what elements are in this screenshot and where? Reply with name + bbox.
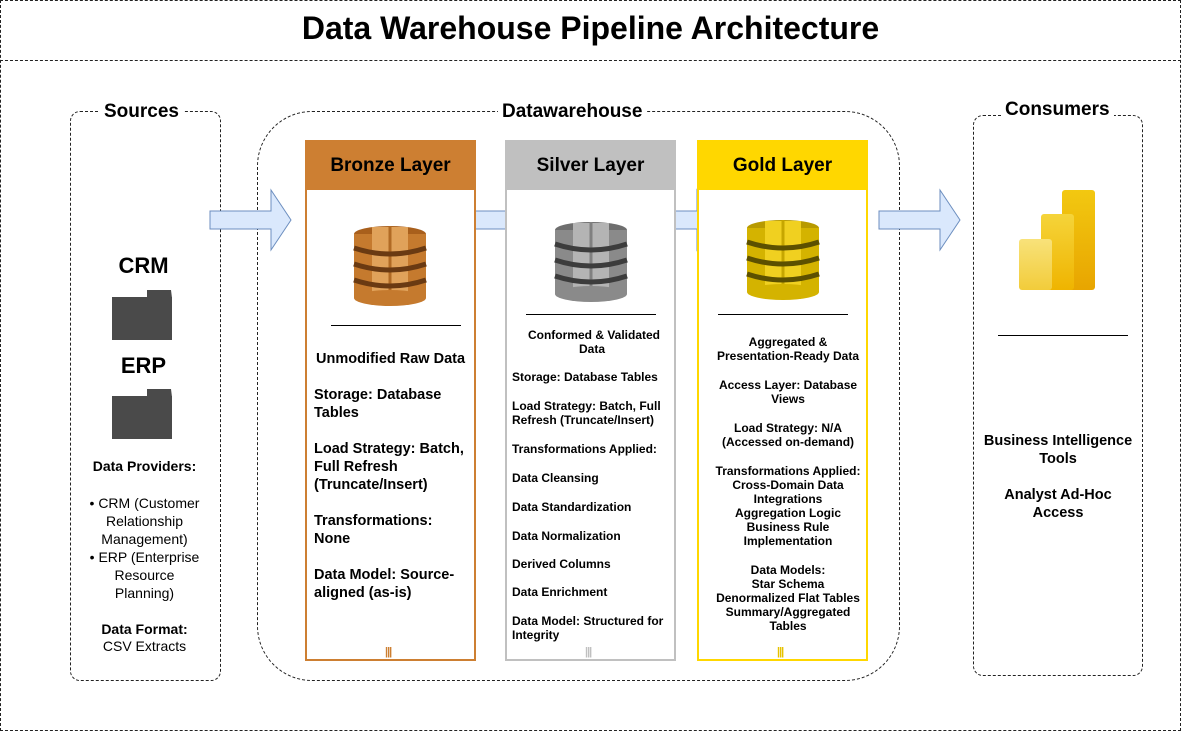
silver-line: Data Standardization (512, 500, 632, 514)
gold-line: Denormalized Flat Tables (716, 591, 860, 605)
silver-layer-title: Silver Layer (536, 155, 645, 176)
consumers-description: Business Intelligence Tools Analyst Ad-H… (973, 432, 1143, 522)
gold-line: Implementation (743, 534, 833, 548)
bronze-line: Full Refresh (314, 459, 398, 475)
silver-line: Data Normalization (512, 529, 621, 543)
data-format-title: Data Format: (101, 621, 188, 637)
data-providers-title: Data Providers: (92, 458, 197, 474)
arrow-right-icon (878, 188, 961, 252)
gold-line: Access Layer: Database (718, 378, 858, 392)
crm-label: CRM (118, 253, 169, 278)
consumer-line: Access (1032, 505, 1084, 521)
bronze-tick-marks: ||| (385, 646, 392, 658)
gold-line: Star Schema (751, 577, 825, 591)
silver-line: Refresh (Truncate/Insert) (512, 413, 655, 427)
silver-line: Storage: Database Tables (512, 370, 658, 384)
silver-line: Transformations Applied: (512, 442, 657, 456)
gold-line: Data Models: (750, 563, 826, 577)
gold-description: Aggregated & Presentation-Ready Data Acc… (703, 335, 873, 633)
silver-layer-header: Silver Layer (507, 142, 674, 190)
silver-line: Integrity (512, 628, 560, 642)
gold-line: Aggregated & (748, 335, 828, 349)
gold-line: Views (771, 392, 805, 406)
silver-divider (526, 314, 656, 315)
gold-line: Business Rule (746, 520, 830, 534)
bronze-divider (331, 325, 461, 326)
consumer-line: Tools (1039, 451, 1077, 467)
folder-icon (112, 389, 172, 439)
data-format-value: CSV Extracts (102, 638, 187, 654)
arrow-right-icon (209, 188, 292, 252)
provider-line: Resource (114, 567, 175, 583)
bronze-layer-header: Bronze Layer (307, 142, 474, 190)
bronze-line: Unmodified Raw Data (316, 351, 466, 367)
silver-line: Data Cleansing (512, 471, 599, 485)
bronze-line: Storage: Database (314, 387, 442, 403)
gold-line: Presentation-Ready Data (716, 349, 860, 363)
sources-group-label: Sources (100, 101, 183, 123)
gold-line: Tables (769, 619, 807, 633)
database-icon (353, 226, 427, 306)
provider-line: Management) (101, 531, 188, 547)
gold-divider (718, 314, 848, 315)
provider-line: Planning) (114, 585, 175, 601)
power-bi-icon (1019, 190, 1095, 290)
database-icon (746, 220, 820, 300)
silver-line: Data Enrichment (512, 585, 608, 599)
title-divider (0, 60, 1181, 61)
bronze-line: None (314, 531, 351, 547)
silver-line: Data Model: Structured for (512, 614, 664, 628)
bronze-line: (Truncate/Insert) (314, 477, 428, 493)
silver-description: Conformed & Validated Data Storage: Data… (512, 328, 672, 642)
silver-line: Conformed & Validated (527, 328, 661, 342)
provider-line: • ERP (Enterprise (89, 549, 200, 565)
bronze-line: aligned (as-is) (314, 585, 412, 601)
provider-line: • CRM (Customer (89, 495, 200, 511)
bronze-line: Tables (314, 405, 359, 421)
datawarehouse-group-label: Datawarehouse (498, 101, 647, 123)
consumer-line: Analyst Ad-Hoc (1004, 487, 1112, 503)
gold-line: Integrations (753, 492, 823, 506)
consumers-divider (998, 335, 1128, 336)
silver-line: Load Strategy: Batch, Full (512, 399, 661, 413)
bronze-line: Transformations: (314, 513, 433, 529)
silver-line: Derived Columns (512, 557, 611, 571)
data-providers-list: • CRM (Customer Relationship Management)… (74, 494, 215, 602)
gold-line: (Accessed on-demand) (721, 435, 855, 449)
bronze-line: Load Strategy: Batch, (314, 441, 464, 457)
silver-line: Data (578, 342, 605, 356)
gold-line: Transformations Applied: (715, 464, 861, 478)
gold-line: Cross-Domain Data (732, 478, 844, 492)
folder-icon (112, 290, 172, 340)
bronze-line: Data Model: Source- (314, 567, 455, 583)
gold-line: Summary/Aggregated (725, 605, 851, 619)
gold-line: Load Strategy: N/A (733, 421, 842, 435)
gold-line: Aggregation Logic (735, 506, 841, 520)
gold-layer-header: Gold Layer (699, 142, 866, 190)
provider-line: Relationship (105, 513, 184, 529)
bronze-description: Unmodified Raw Data Storage: Database Ta… (314, 350, 472, 602)
page-title: Data Warehouse Pipeline Architecture (301, 10, 880, 46)
gold-tick-marks: ||| (777, 646, 784, 658)
bronze-layer-title: Bronze Layer (330, 155, 451, 176)
consumer-line: Business Intelligence (983, 433, 1133, 449)
erp-label: ERP (120, 353, 167, 378)
silver-tick-marks: ||| (585, 646, 592, 658)
gold-layer-title: Gold Layer (732, 155, 833, 176)
consumers-group-label: Consumers (1001, 99, 1114, 121)
database-icon (554, 222, 628, 302)
